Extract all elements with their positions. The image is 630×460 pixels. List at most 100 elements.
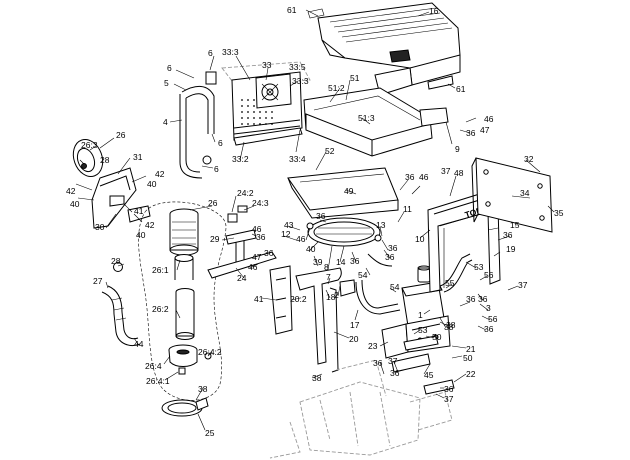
callout-26-3: 26:3 [81,140,98,150]
hood-part-16 [307,2,461,96]
callout-37: 37 [444,394,454,404]
callout-46: 46 [484,114,494,124]
callout-24-3: 24:3 [252,198,269,208]
callout-36: 36 [484,324,494,334]
callout-46: 46 [248,262,258,272]
callout-9: 9 [455,144,460,154]
callout-36: 36 [385,252,395,262]
callout-31: 31 [133,152,143,162]
callout-3: 3 [486,303,491,313]
callout-36: 36 [373,358,383,368]
callout-6: 6 [208,48,213,58]
callout-1: 1 [418,310,423,320]
air-cleaner-assembly-outline [138,201,227,401]
hose-part-27 [101,262,141,346]
callout-38: 38 [446,320,456,330]
callout-44: 44 [134,339,144,349]
callout-45: 45 [424,370,434,380]
callout-33: 33 [262,60,272,70]
callout-33-4: 33:4 [289,154,306,164]
grille-panel-part-33 [221,61,311,146]
callout-37: 37 [518,280,528,290]
callout-37: 37 [388,356,398,366]
hose-part-55 [439,253,473,293]
callout-33-3: 33:3 [292,76,309,86]
callout-6: 6 [167,63,172,73]
callout-15: 15 [510,220,520,230]
callout-4: 4 [163,117,168,127]
callout-21: 21 [466,344,476,354]
callout-36: 36 [444,384,454,394]
callout-27: 27 [93,276,103,286]
callout-51-2: 51:2 [328,83,345,93]
tray-part-49 [287,167,399,219]
callout-36: 36 [264,248,274,258]
callout-54: 54 [390,282,400,292]
callout-36: 36 [350,256,360,266]
callout-36: 36 [478,294,488,304]
air-cleaner-part-26 [168,208,212,375]
callout-39: 39 [313,257,323,267]
callout-33-3: 33:3 [222,47,239,57]
callout-36: 36 [503,230,513,240]
callout-36: 36 [256,232,266,242]
bracket-part-45 [391,335,455,395]
callout-6: 6 [218,138,223,148]
callout-36: 36 [466,128,476,138]
callout-38: 38 [312,373,322,383]
callout-41: 41 [254,294,264,304]
callout-17: 17 [350,320,360,330]
hose-part-17 [355,253,401,315]
callout-36: 36 [405,172,415,182]
callout-26: 26 [208,198,218,208]
callout-38: 38 [198,384,208,394]
callout-26: 26 [116,130,126,140]
callout-5: 5 [164,78,169,88]
callout-47: 47 [252,252,262,262]
callout-26-4-2: 26:4:2 [198,347,222,357]
callout-48: 48 [454,168,464,178]
callout-51: 51 [350,73,360,83]
callout-43: 43 [284,220,294,230]
ring-part-8 [306,217,382,247]
callout-16: 16 [429,6,439,16]
callout-32: 32 [524,154,534,164]
callout-40: 40 [306,244,316,254]
cover-part-51 [303,87,449,157]
callout-20: 20 [349,334,359,344]
callout-24-2: 24:2 [237,188,254,198]
callout-46: 46 [296,234,306,244]
callout-42: 42 [66,186,76,196]
callout-26-1: 26:1 [152,265,169,275]
callout-40: 40 [136,230,146,240]
callout-33-2: 33:2 [232,154,249,164]
callout-50: 50 [432,332,442,342]
callout-18: 18 [326,292,336,302]
callout-47: 47 [480,125,490,135]
callout-8: 8 [324,262,329,272]
callout-51-3: 51:3 [358,113,375,123]
callout-28: 28 [111,256,121,266]
callout-40: 40 [70,199,80,209]
callout-33-5: 33:5 [289,62,306,72]
callout-14: 14 [336,257,346,267]
bracket-part-24 [207,205,277,279]
lamp-part-26-3 [72,139,104,177]
leader-lines [75,9,555,431]
callout-53: 53 [418,325,428,335]
callout-50: 50 [463,353,473,363]
callout-41: 41 [134,206,144,216]
frame-ghost [269,359,453,459]
callout-61: 61 [456,84,466,94]
callout-40: 40 [147,179,157,189]
callout-26-2: 26:2 [152,304,169,314]
callout-36: 36 [466,294,476,304]
callout-26-4: 26:4 [145,361,162,371]
callout-54: 54 [358,270,368,280]
callout-26-4-1: 26:4:1 [146,376,170,386]
callout-22: 22 [466,369,476,379]
callout-13: 13 [376,220,386,230]
callout-36: 36 [388,243,398,253]
callout-46: 46 [419,172,429,182]
callout-56: 56 [488,314,498,324]
